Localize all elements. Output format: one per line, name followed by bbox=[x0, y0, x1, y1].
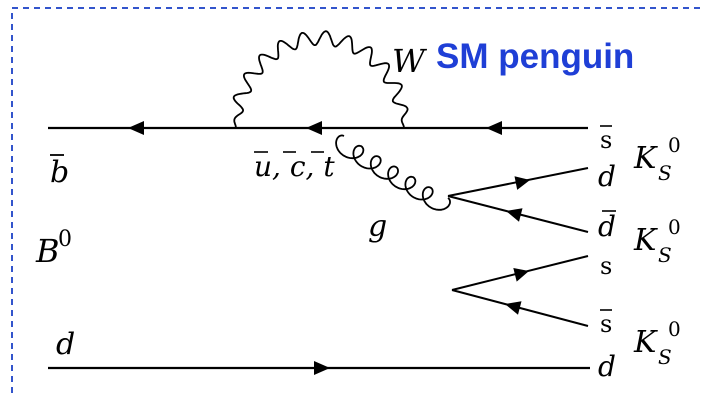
kshort-bottom-sub: S bbox=[658, 345, 672, 369]
s-bar-top-label: s bbox=[600, 126, 612, 154]
b-meson-superscript: 0 bbox=[58, 227, 72, 252]
kshort-bottom-label: K bbox=[633, 325, 658, 360]
b-bar-label: b bbox=[50, 155, 69, 190]
d-top-label: d bbox=[598, 160, 616, 193]
gluon-line bbox=[335, 134, 451, 211]
diagram-title: SM penguin bbox=[436, 37, 634, 76]
s-mid-label: s bbox=[600, 252, 612, 280]
kshort-bottom-sup: 0 bbox=[668, 317, 681, 341]
kshort-top-label: K bbox=[633, 141, 658, 176]
b-meson-label: B bbox=[35, 232, 60, 270]
s-bar-bottom-label: s bbox=[600, 310, 612, 338]
gluon-label: g bbox=[368, 209, 387, 244]
arrow-s-bar-top bbox=[486, 121, 502, 135]
kshort-mid-sub: S bbox=[658, 243, 672, 267]
internal-quarks-label: u, c, t bbox=[254, 150, 335, 183]
arrow-s-out bbox=[513, 268, 529, 282]
d-bar-mid-label: d bbox=[598, 210, 616, 243]
arrow-b-left bbox=[128, 121, 144, 135]
arrow-s-bar-in bbox=[505, 301, 522, 315]
kshort-top-sup: 0 bbox=[668, 133, 681, 157]
arrow-d-bar-in bbox=[506, 208, 523, 222]
d-bottom-label: d bbox=[598, 350, 616, 383]
kshort-top-sub: S bbox=[658, 161, 672, 185]
arrow-internal bbox=[306, 121, 322, 135]
arrow-d-spectator bbox=[314, 361, 330, 375]
w-boson-label: W bbox=[392, 42, 428, 80]
kshort-mid-label: K bbox=[633, 223, 658, 258]
d-spectator-label: d bbox=[56, 327, 75, 362]
s-bar-quark-line bbox=[451, 289, 589, 327]
kshort-mid-sup: 0 bbox=[668, 215, 681, 239]
arrow-d-out bbox=[514, 176, 530, 190]
w-boson-loop bbox=[232, 30, 409, 129]
